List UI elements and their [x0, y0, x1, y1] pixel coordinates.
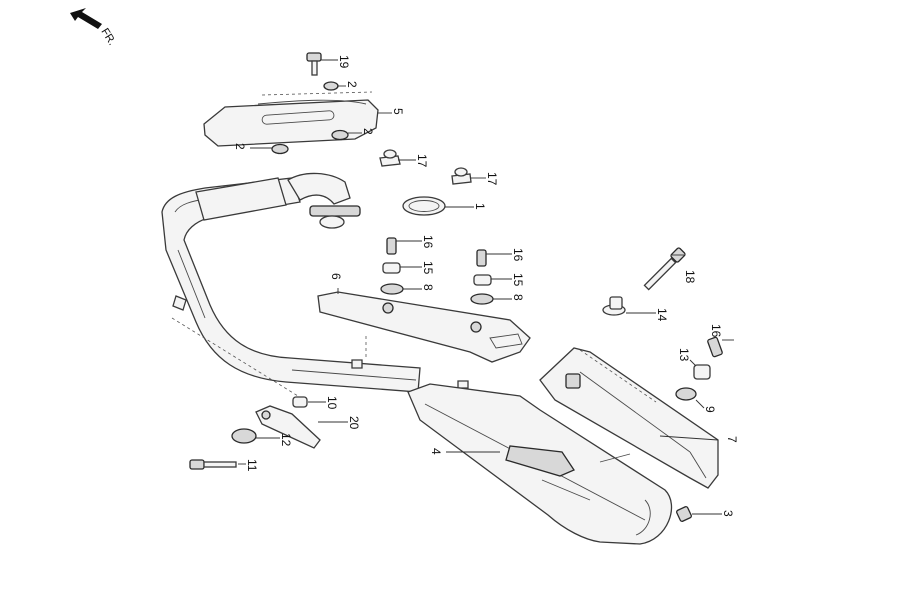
rubber-12 — [231, 428, 257, 444]
callout-11: 11 — [245, 459, 259, 472]
collar-10 — [292, 396, 308, 408]
callout-labels: 19 2 5 2 2 17 17 1 16 16 15 15 8 8 6 18 … — [233, 55, 739, 517]
callout-4: 4 — [429, 448, 443, 455]
muffler — [407, 383, 673, 545]
callout-19: 19 — [337, 55, 351, 69]
callout-18: 18 — [683, 270, 697, 284]
bolt-11 — [189, 459, 237, 470]
callout-5: 5 — [391, 108, 405, 115]
callout-13: 13 — [677, 348, 691, 362]
heat-shield — [203, 91, 379, 147]
nut-2-right — [331, 129, 349, 141]
callout-14: 14 — [655, 308, 669, 322]
mount-plate-20 — [255, 405, 321, 449]
callout-20: 20 — [347, 416, 361, 430]
callout-7: 7 — [725, 436, 739, 443]
front-label: FR. — [98, 26, 118, 47]
collar-15-left — [382, 262, 401, 274]
rubber-9 — [675, 387, 697, 401]
cap-nut-17-left — [379, 149, 401, 167]
callout-1: 1 — [473, 203, 487, 210]
nut-2-top — [323, 81, 339, 91]
cap-nut-17-right — [451, 167, 472, 185]
stud-16-bracket — [707, 336, 723, 358]
exhaust-pipe — [161, 172, 469, 397]
rubber-8-right — [470, 293, 494, 305]
collar-15-right — [473, 274, 492, 286]
rubber-8-left — [380, 283, 404, 295]
callout-2-left: 2 — [233, 143, 247, 150]
nut-2-left — [271, 143, 289, 155]
callout-17-left: 17 — [415, 154, 429, 168]
callout-15-right: 15 — [511, 273, 525, 287]
callout-6: 6 — [329, 273, 343, 280]
muffler-protector — [317, 291, 531, 363]
callout-3: 3 — [721, 510, 735, 517]
callout-8-left: 8 — [421, 284, 435, 291]
callout-12: 12 — [279, 433, 293, 447]
muffler-bracket — [539, 347, 719, 489]
callout-15-left: 15 — [421, 261, 435, 275]
gasket — [402, 196, 446, 216]
callout-16-right: 16 — [511, 248, 525, 262]
front-direction-indicator: FR. — [70, 8, 118, 48]
callout-10: 10 — [325, 396, 339, 410]
front-arrow-icon — [70, 8, 102, 29]
callout-17-right: 17 — [485, 172, 499, 186]
callout-2-right: 2 — [361, 128, 375, 135]
callout-8-right: 8 — [511, 294, 525, 301]
collar-14 — [602, 296, 626, 316]
bolt-19 — [306, 52, 322, 76]
clip-3 — [676, 506, 692, 522]
stud-16-right — [476, 249, 487, 267]
callout-16-bracket: 16 — [709, 324, 723, 338]
stud-16-left — [386, 237, 397, 255]
callout-16-left: 16 — [421, 235, 435, 249]
callout-9: 9 — [703, 406, 717, 413]
leader-lines — [238, 59, 734, 515]
callout-2-top: 2 — [345, 81, 359, 88]
collar-13 — [693, 364, 711, 380]
bolt-18 — [643, 247, 686, 291]
